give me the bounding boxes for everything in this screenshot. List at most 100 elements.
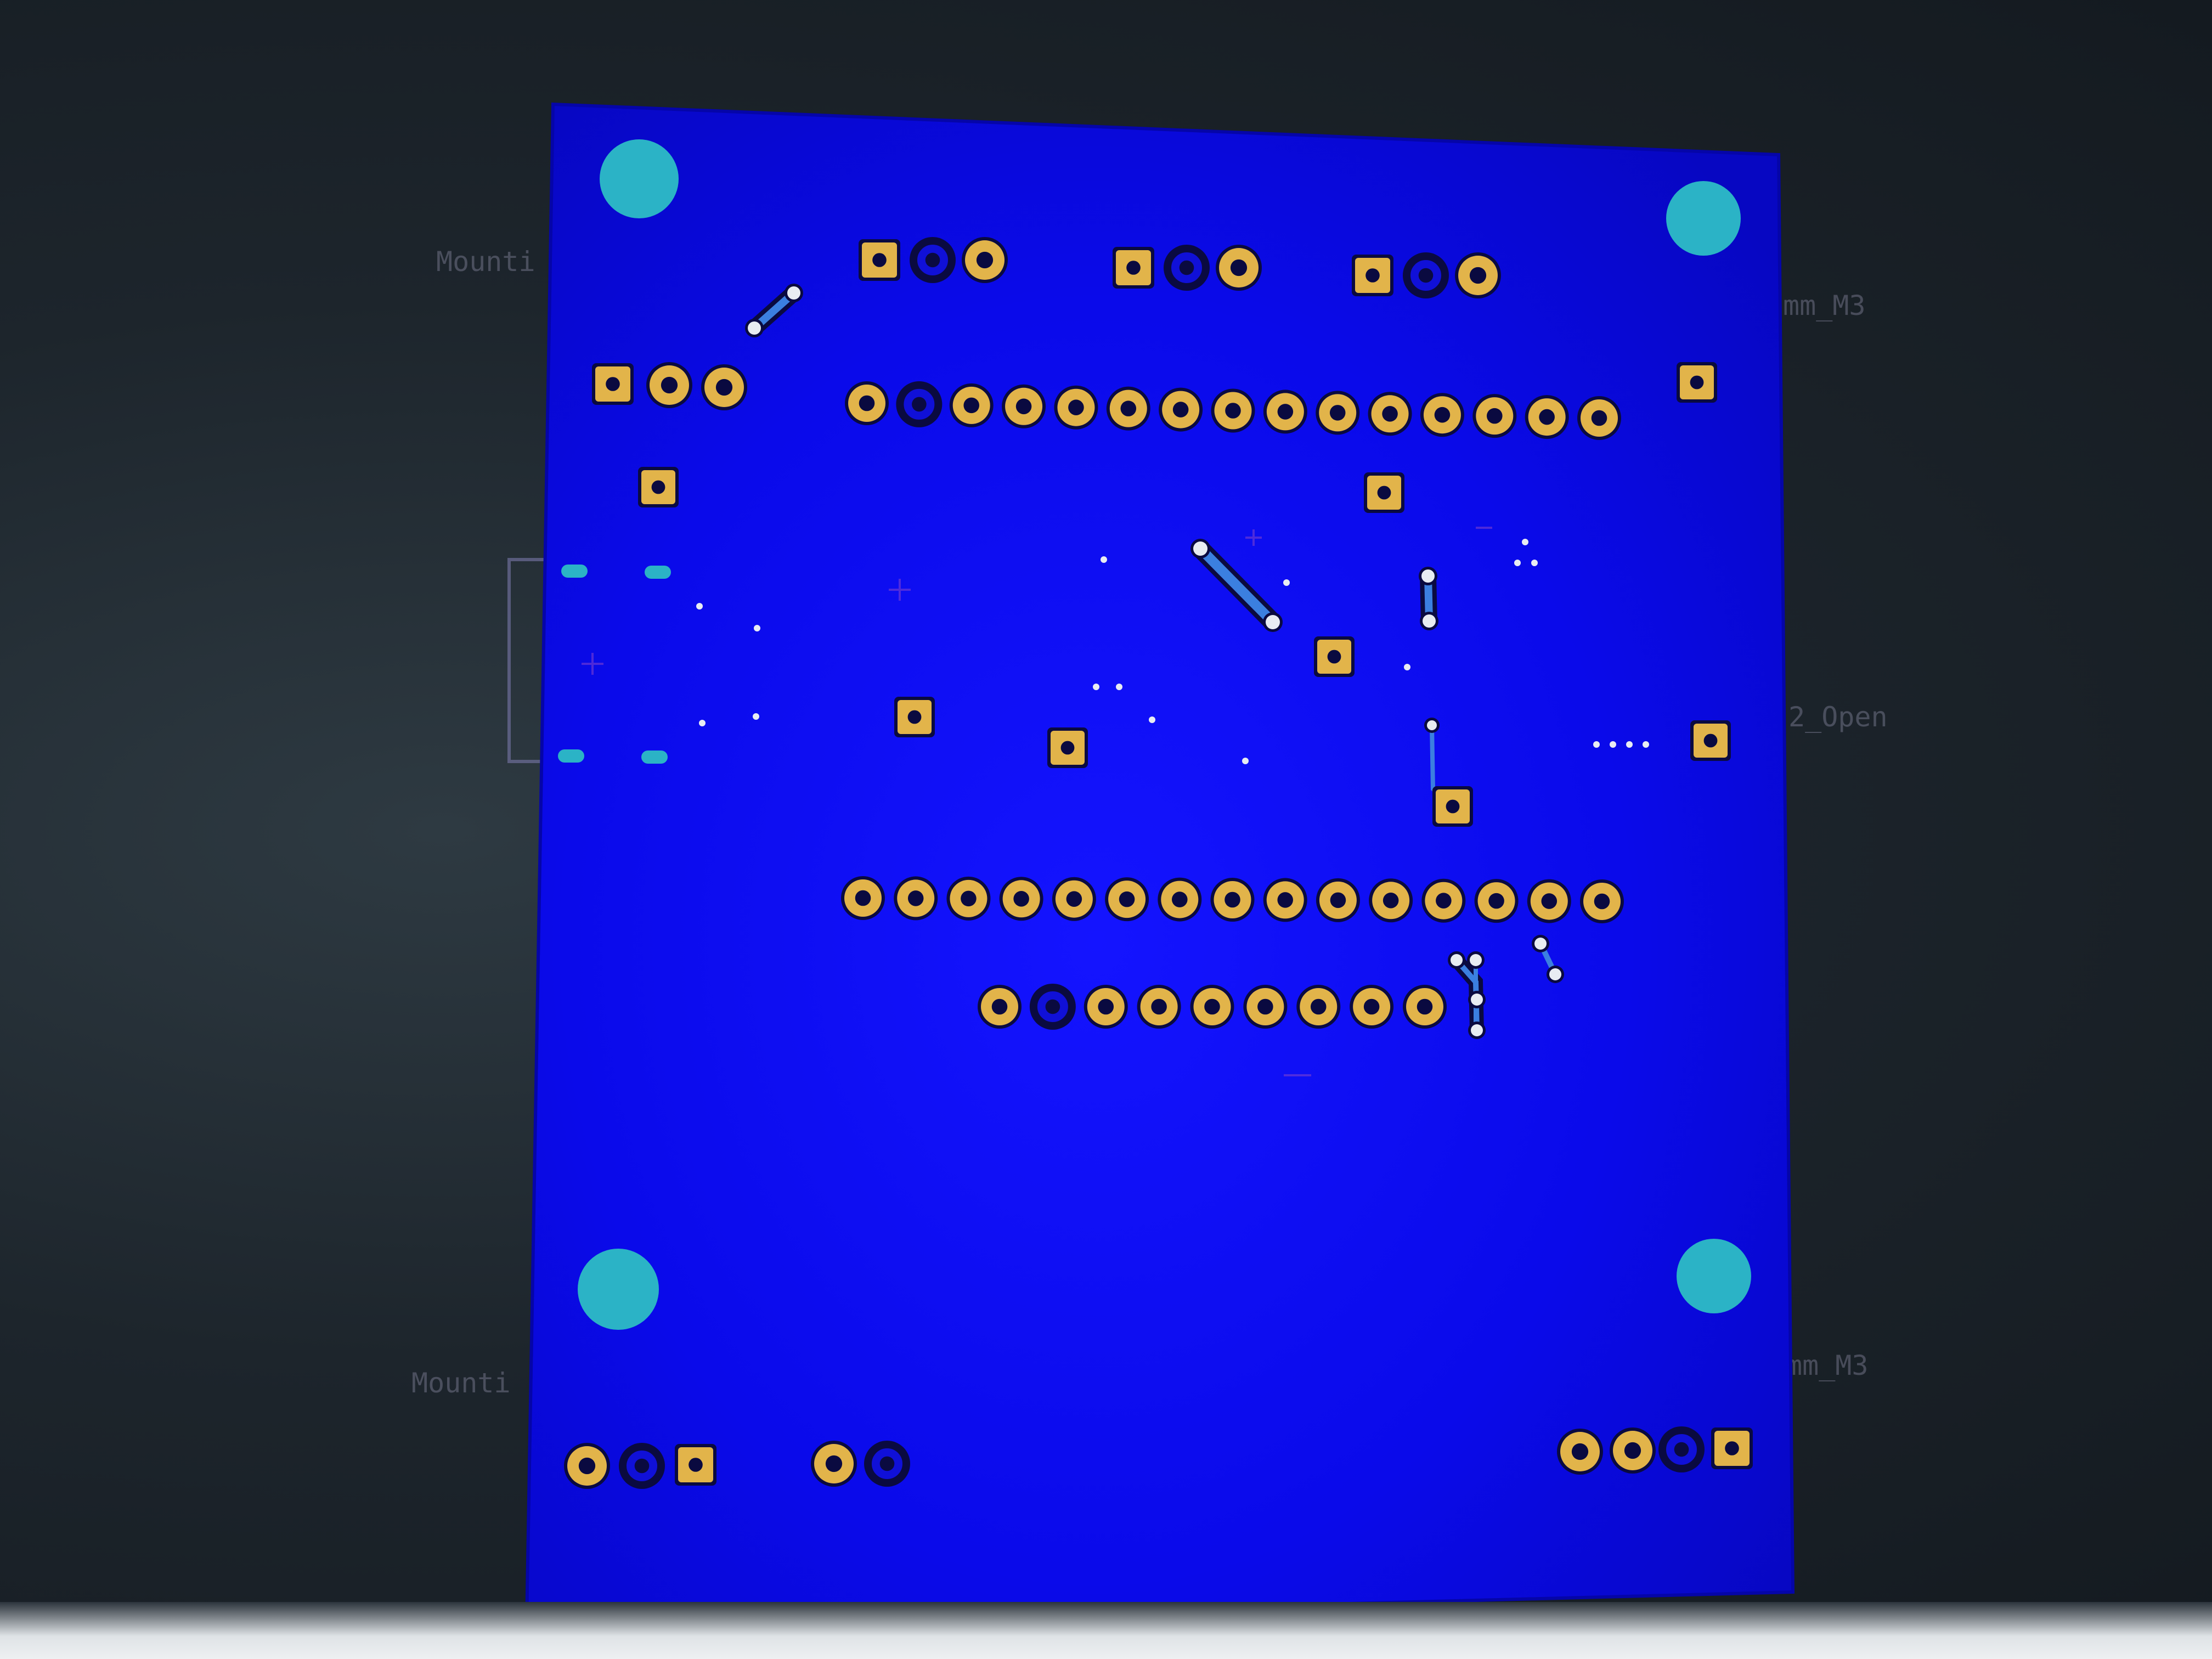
connector-pad[interactable] [1455, 252, 1501, 298]
header-pad[interactable] [1296, 985, 1341, 1029]
test-point-pad[interactable] [638, 467, 679, 507]
vias-layer [696, 284, 1649, 1039]
header-pad[interactable] [1263, 390, 1307, 434]
test-point-pad[interactable] [1364, 472, 1404, 513]
connector-pin1-pad[interactable] [1113, 247, 1154, 289]
via[interactable] [1420, 612, 1438, 630]
test-point-pad[interactable] [1314, 636, 1355, 677]
header-pad[interactable] [1403, 985, 1447, 1029]
via[interactable] [1419, 567, 1437, 585]
via-dot [1283, 579, 1290, 586]
ground-thermal-pad[interactable] [1164, 245, 1210, 291]
header-pad[interactable] [949, 383, 994, 427]
connector-pin1-pad[interactable] [592, 363, 634, 405]
bottom-copper-pour[interactable] [524, 102, 1795, 1627]
header-pad[interactable] [1054, 385, 1098, 430]
header-pad[interactable] [1580, 879, 1624, 923]
ground-thermal-pad[interactable] [619, 1443, 665, 1489]
connector-pad[interactable] [811, 1441, 857, 1487]
connector-pad[interactable] [962, 237, 1008, 283]
header-pad[interactable] [1137, 985, 1181, 1029]
via[interactable] [1532, 935, 1549, 952]
ground-thermal-pad[interactable] [910, 237, 956, 283]
via-dot [1149, 716, 1155, 723]
track[interactable] [1195, 544, 1278, 627]
header-pad[interactable] [1474, 879, 1519, 923]
header-pad[interactable] [1084, 985, 1128, 1029]
via[interactable] [745, 319, 764, 337]
header-pad[interactable] [1106, 386, 1150, 431]
header-pad[interactable] [1190, 985, 1234, 1029]
header-pad[interactable] [1210, 878, 1255, 922]
header-pad[interactable] [1052, 877, 1096, 921]
connector-pin1-pad[interactable] [859, 239, 900, 281]
connector-pin1-pad[interactable] [1352, 255, 1393, 296]
mounting-hole-bottom-left[interactable] [578, 1249, 659, 1330]
connector-pad[interactable] [564, 1443, 610, 1489]
header-pad[interactable] [1577, 396, 1621, 440]
header-pad[interactable] [1211, 388, 1255, 433]
test-point-pad[interactable] [1690, 720, 1731, 761]
via[interactable] [1468, 991, 1486, 1008]
mounting-hole-top-right[interactable] [1666, 181, 1741, 256]
header-pad[interactable] [1263, 878, 1307, 922]
smd-pad[interactable] [645, 566, 671, 579]
test-point-pad[interactable] [894, 697, 935, 737]
ground-thermal-pad[interactable] [1029, 984, 1076, 1030]
header-pad[interactable] [1472, 394, 1517, 438]
header-pad[interactable] [1316, 391, 1360, 435]
connector-pad[interactable] [1216, 245, 1262, 291]
connector-pin1-pad[interactable] [675, 1444, 716, 1486]
via-dot [1116, 684, 1122, 690]
smd-pad[interactable] [558, 749, 584, 763]
test-point-pad[interactable] [1047, 727, 1088, 768]
header-pad[interactable] [1369, 878, 1413, 923]
connector-pad[interactable] [1557, 1429, 1603, 1475]
smd-pad[interactable] [561, 565, 588, 578]
via-dot [1643, 741, 1649, 748]
via[interactable] [785, 284, 803, 302]
header-pad[interactable] [1243, 985, 1288, 1029]
via[interactable] [1547, 966, 1564, 983]
connector-pad[interactable] [701, 364, 747, 410]
via[interactable] [1468, 1022, 1486, 1039]
ground-thermal-pad[interactable] [896, 381, 943, 427]
mounting-hole-top-left[interactable] [600, 139, 679, 218]
header-pad[interactable] [1350, 985, 1394, 1029]
header-pad[interactable] [1525, 395, 1569, 439]
via[interactable] [1424, 718, 1440, 733]
connector-pad[interactable] [646, 362, 692, 408]
test-point-pad[interactable] [1432, 786, 1473, 827]
connector-pin1-pad[interactable] [1711, 1427, 1753, 1469]
header-pad[interactable] [894, 876, 938, 921]
header-pad[interactable] [845, 381, 889, 425]
header-pad[interactable] [1420, 393, 1464, 437]
header-pad[interactable] [946, 876, 991, 921]
via-dot [1522, 539, 1528, 545]
connector-pad[interactable] [1610, 1427, 1656, 1474]
header-pad[interactable] [978, 985, 1022, 1029]
header-pad[interactable] [1421, 878, 1466, 923]
header-pad[interactable] [1527, 879, 1571, 923]
mounting-hole-bottom-right[interactable] [1677, 1239, 1751, 1313]
via[interactable] [1467, 951, 1485, 969]
header-pad[interactable] [1316, 878, 1360, 922]
header-pad[interactable] [1105, 877, 1149, 922]
mounting-hole-label-top-right: mm_M3 [1783, 290, 1866, 321]
ground-thermal-pad[interactable] [1403, 252, 1449, 298]
header-pad[interactable] [1158, 877, 1202, 922]
ground-thermal-pad[interactable] [1658, 1426, 1705, 1472]
ground-thermal-pad[interactable] [864, 1441, 910, 1487]
smd-pad[interactable] [641, 751, 668, 764]
header-pad[interactable] [1159, 387, 1203, 432]
via[interactable] [1190, 539, 1210, 558]
header-pad[interactable] [999, 877, 1043, 921]
header-pad[interactable] [1002, 384, 1046, 428]
via[interactable] [1448, 951, 1465, 969]
via[interactable] [1263, 612, 1283, 632]
test-point-pad[interactable] [1677, 362, 1717, 403]
header-pad[interactable] [1368, 392, 1412, 436]
via-dot [699, 720, 706, 726]
header-pad[interactable] [841, 876, 885, 920]
